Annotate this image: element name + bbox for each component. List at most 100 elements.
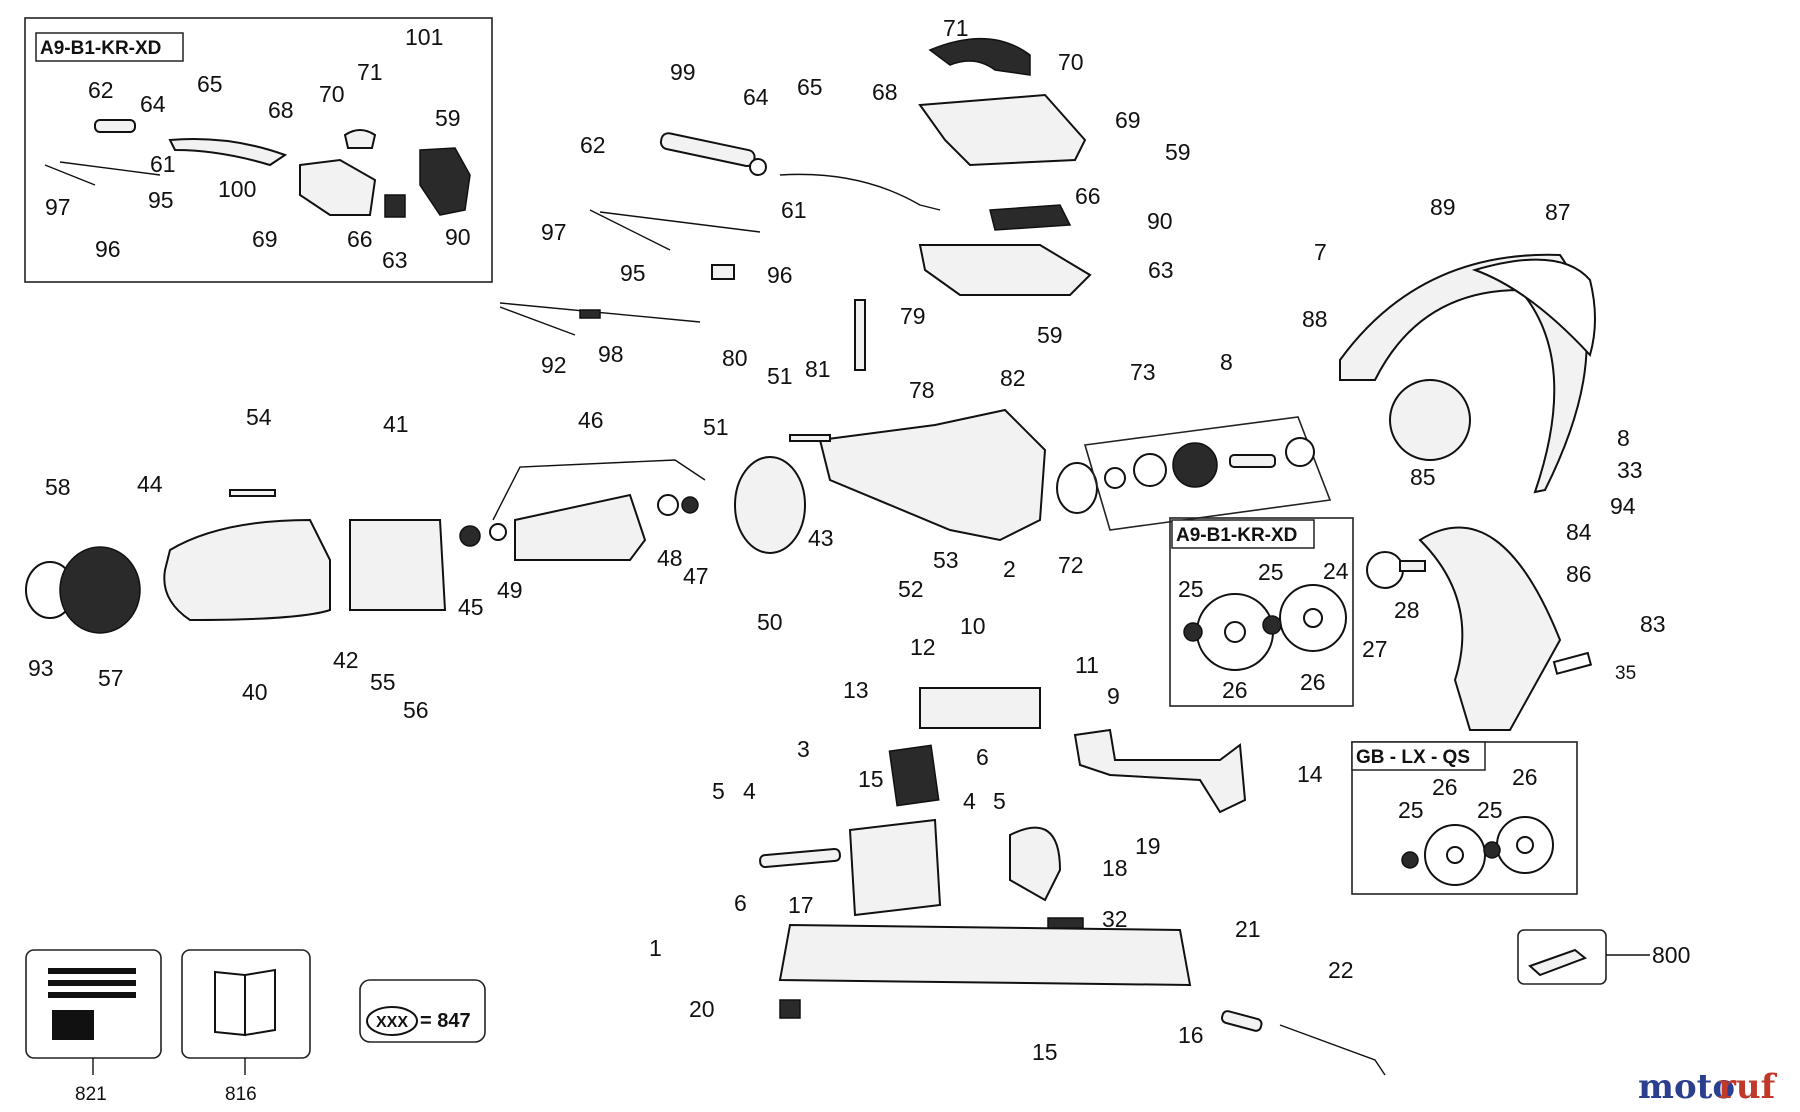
callout-label: 9 bbox=[1107, 683, 1120, 709]
callout-label: 32 bbox=[1102, 906, 1128, 932]
callout-label: 80 bbox=[722, 345, 748, 371]
callout-label: 101 bbox=[405, 24, 443, 50]
callout-label: 88 bbox=[1302, 306, 1328, 332]
handle-lower-part bbox=[918, 244, 1092, 296]
callout-label: 48 bbox=[657, 545, 683, 571]
foot-part bbox=[779, 999, 801, 1019]
callout-label: 59 bbox=[1037, 322, 1063, 348]
seal-ring-part bbox=[1056, 462, 1098, 514]
field-coil-part bbox=[349, 519, 447, 611]
callout-label: 13 bbox=[843, 677, 869, 703]
callout-label: 59 bbox=[1165, 139, 1191, 165]
variant-box-title: A9-B1-KR-XD bbox=[40, 38, 161, 59]
callout-label: 25 bbox=[1258, 559, 1284, 585]
clip-part bbox=[711, 264, 735, 280]
callout-label: 61 bbox=[150, 151, 176, 177]
callout-label: 99 bbox=[670, 59, 696, 85]
guard-hub-part bbox=[1389, 379, 1471, 461]
callout-label: 63 bbox=[382, 247, 408, 273]
callout-label: 15 bbox=[858, 766, 884, 792]
callout-label: 69 bbox=[1115, 107, 1141, 133]
cable-part bbox=[168, 138, 288, 167]
callout-label: 25 bbox=[1398, 797, 1424, 823]
guard-cover-part bbox=[1471, 258, 1596, 357]
cable-tie-part bbox=[579, 309, 601, 319]
callout-label: 66 bbox=[1075, 183, 1101, 209]
callout-label: 95 bbox=[148, 187, 174, 213]
callout-label: 8 bbox=[1220, 349, 1233, 375]
callout-label: 26 bbox=[1432, 774, 1458, 800]
callout-label: 6 bbox=[734, 890, 747, 916]
callout-label: 28 bbox=[1394, 597, 1420, 623]
callout-label: 85 bbox=[1410, 464, 1436, 490]
callout-label: 41 bbox=[383, 411, 409, 437]
callout-label: 17 bbox=[788, 892, 814, 918]
callout-label: 78 bbox=[909, 377, 935, 403]
callout-label: 19 bbox=[1135, 833, 1161, 859]
callout-label: 15 bbox=[1032, 1039, 1058, 1065]
callout-label: 27 bbox=[1362, 636, 1388, 662]
end-cover-part bbox=[59, 546, 141, 634]
callout-label: 7 bbox=[1314, 239, 1327, 265]
callout-label: 56 bbox=[403, 697, 429, 723]
callout-label: 16 bbox=[1178, 1022, 1204, 1048]
callout-label: 61 bbox=[781, 197, 807, 223]
washer-part bbox=[1366, 551, 1404, 589]
callout-label: 3 bbox=[797, 736, 810, 762]
callout-label: 89 bbox=[1430, 194, 1456, 220]
variant-box-top-left: A9-B1-KR-XD 62 64 65 68 101 71 70 59 61 … bbox=[24, 17, 493, 283]
fan-baffle-part bbox=[734, 456, 806, 554]
callout-label: 57 bbox=[98, 665, 124, 691]
callout-label: 72 bbox=[1058, 552, 1084, 578]
callout-label: 95 bbox=[620, 260, 646, 286]
watermark-text-part2: ruf bbox=[1718, 1067, 1778, 1107]
legend-821: 821 bbox=[25, 949, 162, 1105]
shaft-pin-part bbox=[854, 299, 866, 371]
callout-label: 800 bbox=[1652, 942, 1690, 968]
handle-half-part bbox=[299, 158, 377, 216]
callout-label: 25 bbox=[1178, 576, 1204, 602]
doc-label-816: 816 bbox=[225, 1084, 257, 1105]
callout-label: 4 bbox=[743, 778, 756, 804]
bearing-part bbox=[459, 525, 481, 547]
armature-part bbox=[514, 493, 647, 561]
callout-label: 33 bbox=[1617, 457, 1643, 483]
mesh-plate-part bbox=[888, 744, 940, 807]
top-center-parts: 71 70 68 69 59 66 90 63 59 99 64 65 62 6… bbox=[499, 15, 1191, 378]
callout-label: 71 bbox=[943, 15, 969, 41]
callout-label: 47 bbox=[683, 563, 709, 589]
callout-label: 26 bbox=[1300, 669, 1326, 695]
shaft-part bbox=[659, 132, 756, 168]
washer-part bbox=[749, 158, 767, 176]
washer-part bbox=[489, 523, 507, 541]
callout-label: 40 bbox=[242, 679, 268, 705]
callout-label: 53 bbox=[933, 547, 959, 573]
callout-label: 5 bbox=[993, 788, 1006, 814]
callout-label: 94 bbox=[1610, 493, 1636, 519]
callout-label: 26 bbox=[1512, 764, 1538, 790]
watermark-text-part1: moto bbox=[1638, 1067, 1735, 1107]
callout-label: 98 bbox=[598, 341, 624, 367]
callout-label: 82 bbox=[1000, 365, 1026, 391]
callout-label: 20 bbox=[689, 996, 715, 1022]
callout-label: 92 bbox=[541, 352, 567, 378]
callout-label: 26 bbox=[1222, 677, 1248, 703]
callout-label: 58 bbox=[45, 474, 71, 500]
callout-label: 4 bbox=[963, 788, 976, 814]
callout-label: 71 bbox=[357, 59, 383, 85]
callout-label: 18 bbox=[1102, 855, 1128, 881]
handle-housing-part bbox=[918, 93, 1087, 167]
callout-label: 25 bbox=[1477, 797, 1503, 823]
motor-row: 64 80 51 81 79 78 82 73 8 88 7 89 87 54 … bbox=[25, 194, 1571, 723]
variant-box-title: GB - LX - QS bbox=[1356, 747, 1470, 768]
grip-part bbox=[343, 129, 377, 149]
callout-label: 51 bbox=[703, 414, 729, 440]
callout-label: 93 bbox=[28, 655, 54, 681]
blade-guard: 8 33 94 85 84 86 83 35 27 28 bbox=[1339, 253, 1666, 731]
variant-box-mid: A9-B1-KR-XD 25 25 24 26 26 bbox=[1169, 517, 1354, 707]
callout-label: 49 bbox=[497, 577, 523, 603]
callout-label: 66 bbox=[347, 226, 373, 252]
callout-label: 44 bbox=[137, 471, 163, 497]
screw-part bbox=[789, 434, 831, 442]
doc-label-821: 821 bbox=[75, 1084, 107, 1105]
